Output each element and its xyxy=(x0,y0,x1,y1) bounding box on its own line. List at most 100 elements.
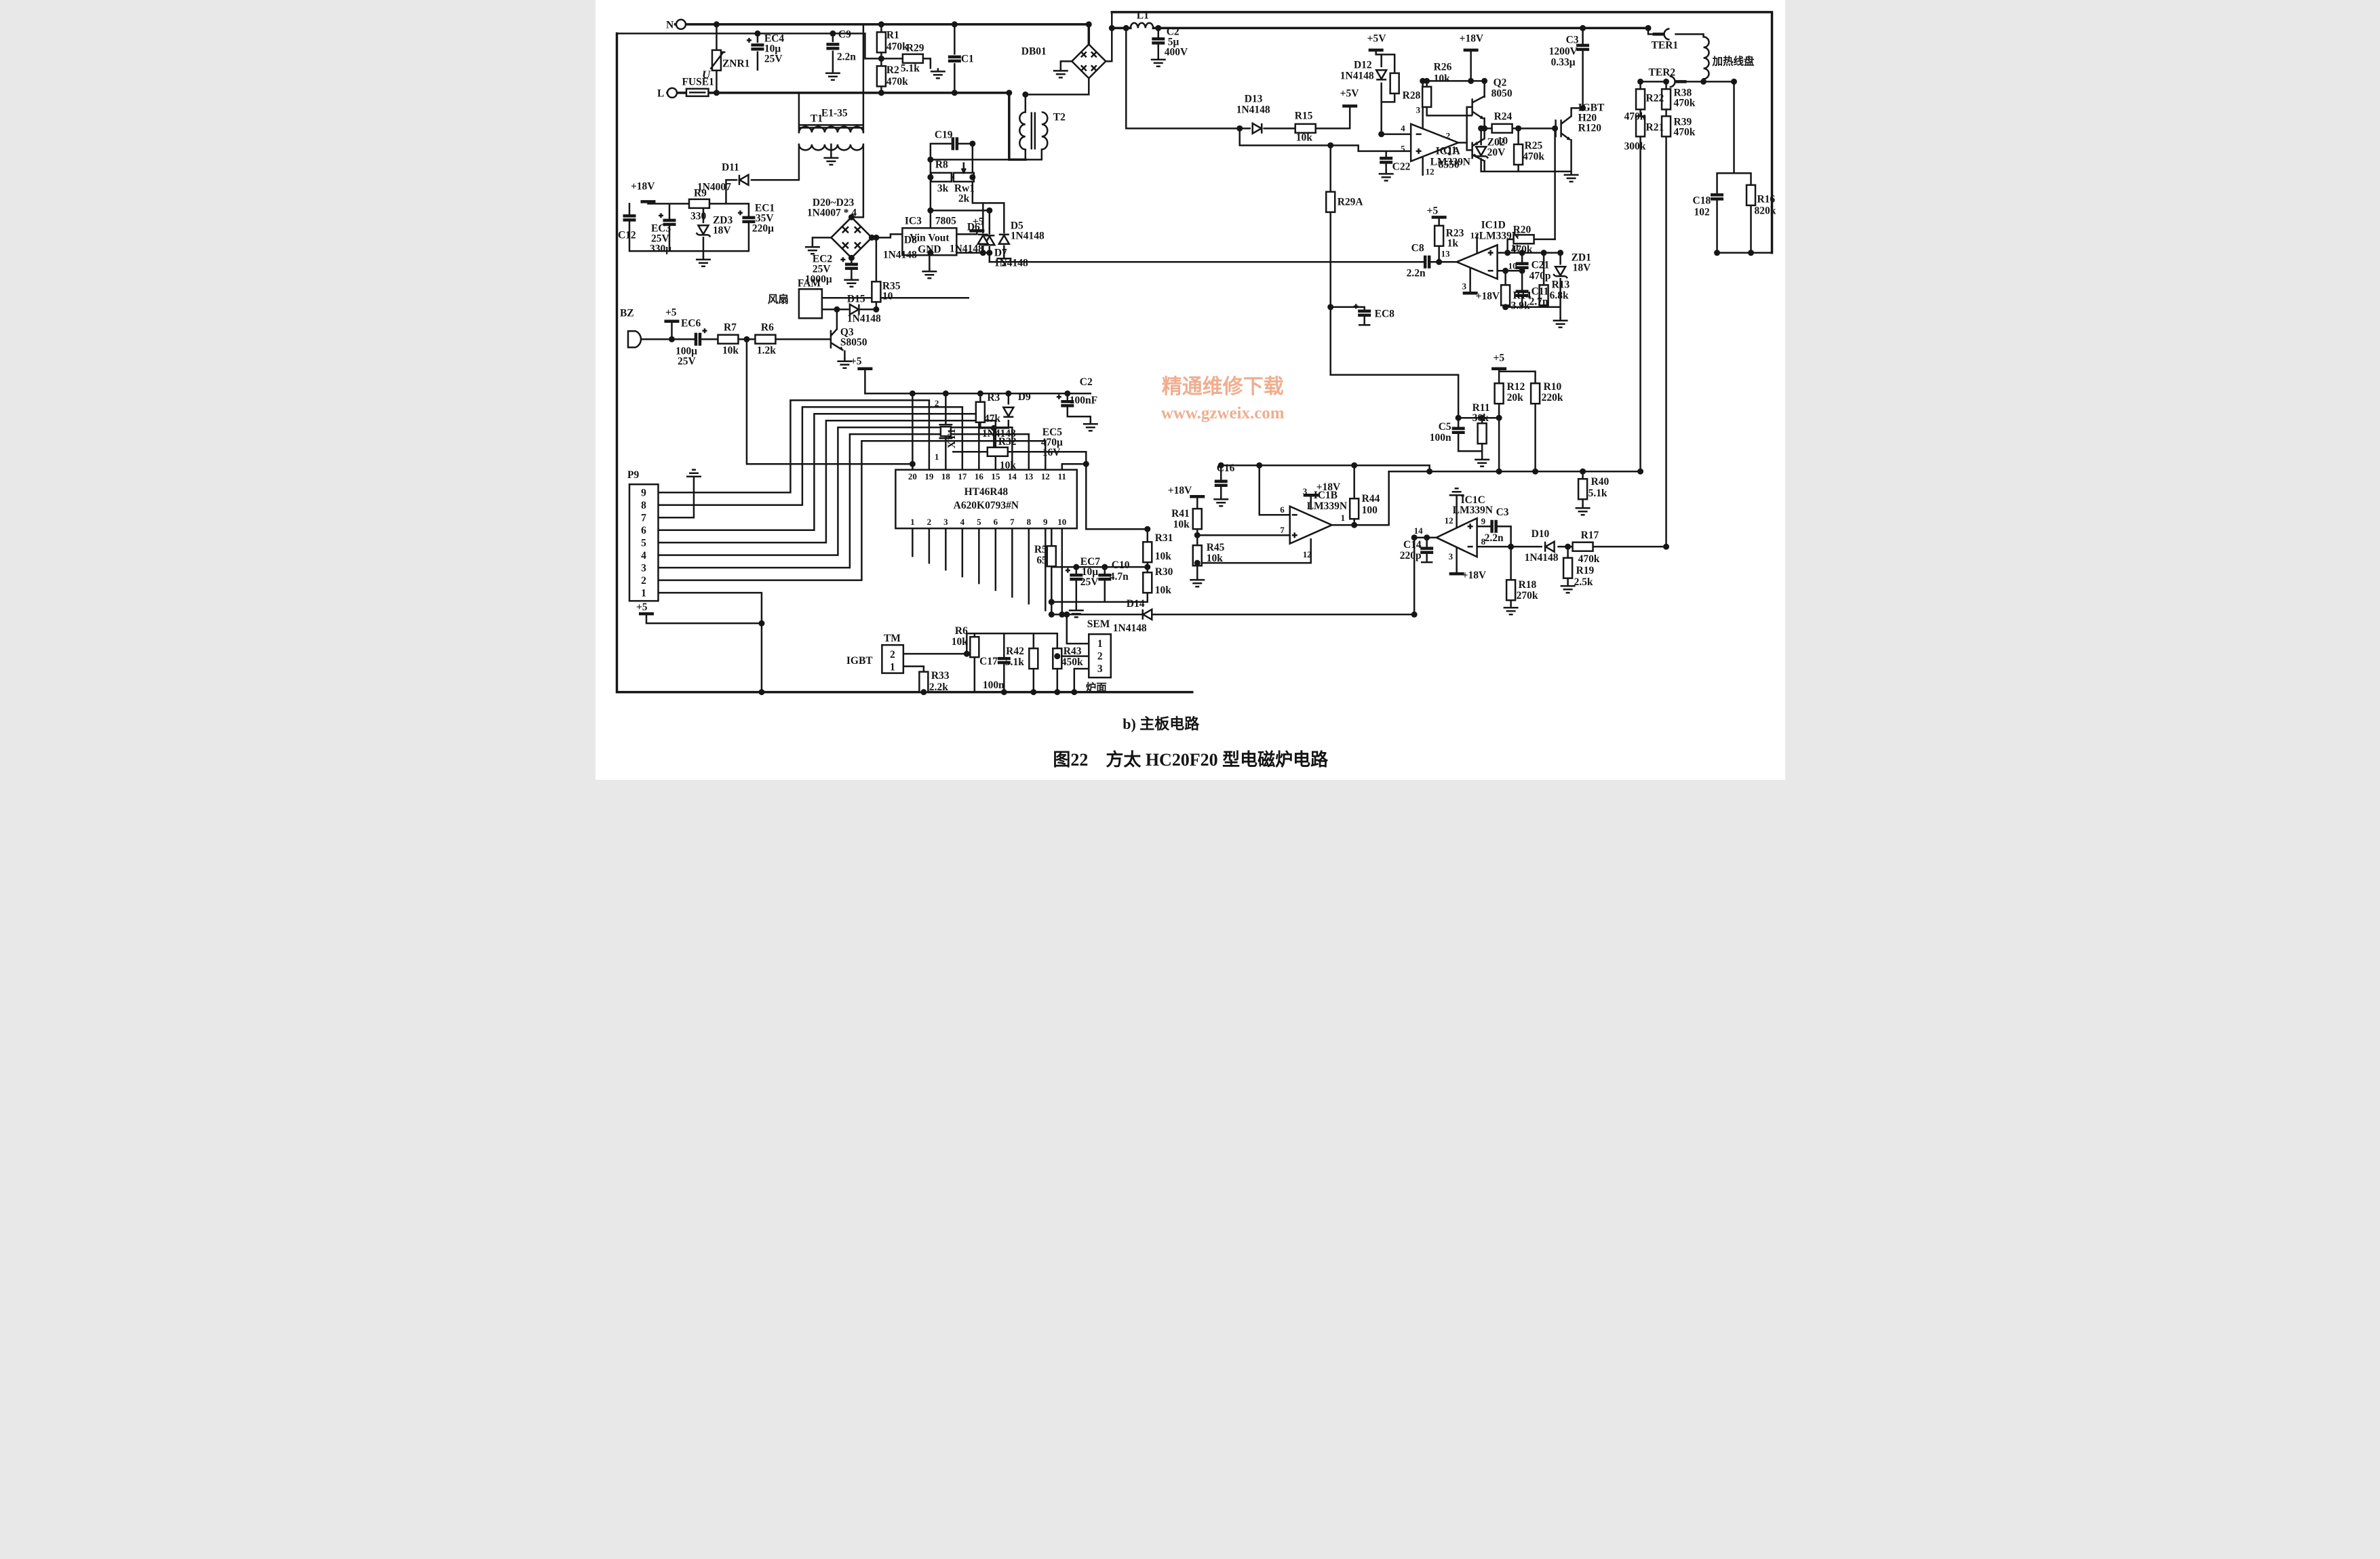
label-ec4: EC4 xyxy=(764,33,784,44)
label-igbt-cn: IGBT xyxy=(846,655,872,667)
opamp-ic1b xyxy=(1288,505,1334,545)
label-ic1c-p12: 12 xyxy=(1444,515,1453,526)
label-d14-v: 1N4148 xyxy=(1112,623,1146,634)
label-r26-v: 10k xyxy=(1433,73,1449,84)
heating-coil xyxy=(1702,36,1710,80)
label-zd1-v: 18V xyxy=(1572,262,1591,273)
label-znr1: ZNR1 xyxy=(722,58,749,69)
label-mcu-b8: 8 xyxy=(1026,517,1031,527)
label-igbt-v1: H20 xyxy=(1578,112,1597,123)
label-r29-v: 5.1k xyxy=(900,62,919,74)
label-d5: D5 xyxy=(1010,220,1023,231)
label-d14: D14 xyxy=(1126,598,1144,610)
label-ic1c-p8: 8 xyxy=(1481,536,1485,547)
label-t1: T1 xyxy=(810,113,822,124)
label-cap-b: b) 主板电路 xyxy=(1123,715,1200,732)
label-c1: C1 xyxy=(960,53,973,64)
label-r30-v: 10k xyxy=(1154,585,1171,596)
label-p9-9: 9 xyxy=(641,488,646,499)
label-mcu-p15: 15 xyxy=(991,471,1000,481)
label-r29a: R29A xyxy=(1337,196,1363,208)
label-tm-2: 2 xyxy=(890,649,895,660)
label-d8-v: 1N4148 xyxy=(882,249,916,260)
label-r25-v: 470k xyxy=(1523,151,1544,162)
label-ec2: EC2 xyxy=(812,253,832,264)
label-r6a-v: 1.2k xyxy=(756,344,775,356)
label-d7-v: 1N4148 xyxy=(994,257,1028,269)
label-d12-v: 1N4148 xyxy=(1340,70,1373,81)
label-c11: C11 xyxy=(1531,285,1548,297)
fuse-symbol xyxy=(685,87,709,98)
label-tm: TM xyxy=(883,633,900,644)
transformer-t2 xyxy=(1018,111,1049,151)
label-ic3-v: 7805 xyxy=(935,215,956,226)
label-ic1c-p14: 14 xyxy=(1413,526,1422,536)
label-p18v-d: +18V xyxy=(1167,485,1192,496)
label-ic1a-p4: 4 xyxy=(1401,123,1405,133)
label-r1-v: 470k xyxy=(886,41,908,52)
label-q1: Q1 xyxy=(1443,144,1456,156)
label-r10-v: 220k xyxy=(1541,392,1563,403)
label-ic3-pins: Vin Vout xyxy=(910,232,950,243)
label-c14-v: 220p xyxy=(1399,550,1421,561)
label-mcu-p11: 11 xyxy=(1057,471,1066,481)
label-r5-v: 65 xyxy=(1036,555,1047,566)
label-c3b-v: 2.2n xyxy=(1484,532,1503,544)
transformer-t1 xyxy=(798,124,864,151)
label-r9-v: 330 xyxy=(690,210,705,222)
label-r26: R26 xyxy=(1433,61,1451,73)
label-p18v-a: +18V xyxy=(630,180,655,192)
label-r39: R39 xyxy=(1673,116,1692,127)
label-ic1a: IC1A xyxy=(1435,145,1460,157)
label-ic1b-v: LM339N xyxy=(1306,500,1346,512)
transistor-q2 xyxy=(1470,95,1485,119)
label-r12: R12 xyxy=(1506,381,1525,393)
label-c10-v: 4.7n xyxy=(1109,571,1128,583)
label-ic1c-v: LM339N xyxy=(1452,505,1492,516)
label-xt1: XT1 xyxy=(945,429,957,448)
label-r45-v: 10k xyxy=(1206,553,1222,564)
label-sem-1: 1 xyxy=(1097,638,1102,650)
label-p9: P9 xyxy=(627,469,638,481)
label-fam: FAM xyxy=(797,277,820,289)
label-mcu-p17: 17 xyxy=(958,471,967,481)
label-mcu-b5: 5 xyxy=(977,517,981,527)
label-d11-v: 1N4007 xyxy=(697,181,730,193)
label-c9: C9 xyxy=(838,28,851,40)
label-c14: C14 xyxy=(1403,539,1421,551)
label-mcu-b9: 9 xyxy=(1043,517,1048,527)
label-c16: C16 xyxy=(1216,462,1234,474)
label-ic1d-v: LM339N xyxy=(1479,230,1519,241)
label-p5-b: +5 xyxy=(1426,205,1438,216)
label-d8: D8 xyxy=(903,234,916,245)
label-ec1-v1: 35V xyxy=(755,212,773,224)
label-ec3: EC3 xyxy=(650,222,671,234)
label-ic1b: IC1B xyxy=(1313,490,1337,501)
label-p9-8: 8 xyxy=(641,500,646,511)
label-ic1d: IC1D xyxy=(1481,219,1505,231)
label-r41: R41 xyxy=(1171,508,1190,519)
label-wm1: 精通维修下载 xyxy=(1161,376,1283,398)
label-xt1-p1: 1 xyxy=(934,452,939,462)
label-igbt-v2: R120 xyxy=(1578,122,1601,134)
fam-connector-box xyxy=(798,288,823,319)
opamp-ic1d xyxy=(1454,243,1498,281)
label-d6-v: 1N4148 xyxy=(949,243,983,254)
schematic-canvas: NLFUSE1ZNR1UEC410μ25VC92.2nR1470kR295.1k… xyxy=(615,9,1776,770)
label-q2: Q2 xyxy=(1493,77,1506,88)
label-p9-5: 5 xyxy=(641,538,646,549)
label-q3: Q3 xyxy=(840,326,853,338)
label-r23: R23 xyxy=(1445,227,1464,239)
label-wm2: www.gzweix.com xyxy=(1160,404,1284,422)
label-zd3-v: 18V xyxy=(712,224,730,236)
label-r29: R29 xyxy=(905,42,924,54)
label-ic1d-p11: 11 xyxy=(1510,242,1519,252)
label-c2a: C2 xyxy=(1166,26,1179,37)
label-r10: R10 xyxy=(1543,381,1561,393)
labels-layer: NLFUSE1ZNR1UEC410μ25VC92.2nR1470kR295.1k… xyxy=(617,9,1776,770)
label-r14: R14 xyxy=(1513,290,1531,301)
label-l1: L1 xyxy=(1136,9,1148,21)
label-r2-v: 470k xyxy=(886,76,908,87)
label-r32: R32 xyxy=(998,436,1016,448)
label-p5v-a: +5V xyxy=(1340,87,1359,99)
